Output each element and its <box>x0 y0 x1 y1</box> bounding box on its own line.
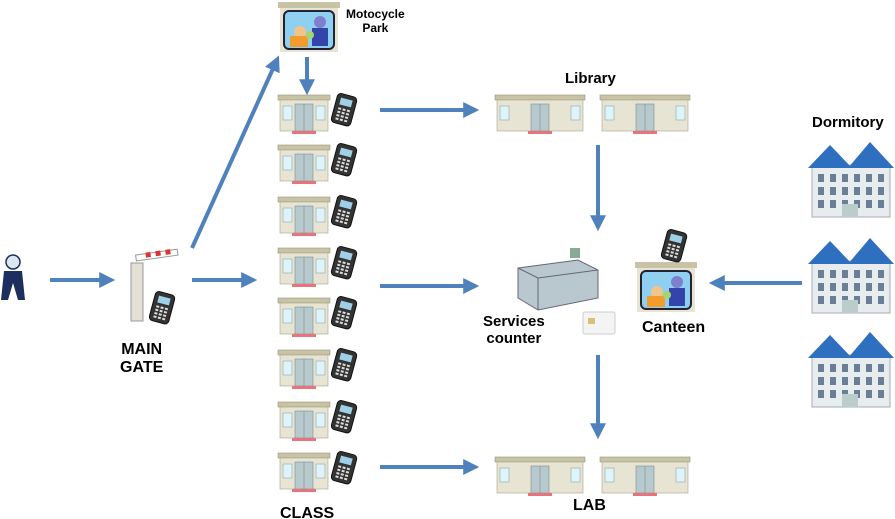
building-icon <box>277 452 331 492</box>
building-icon <box>494 94 586 134</box>
canteen-icon <box>635 262 697 312</box>
library-label: Library <box>565 70 616 87</box>
class-label: CLASS <box>280 505 335 519</box>
card-terminal-icon <box>330 451 358 485</box>
flow-arrow <box>190 55 280 249</box>
building-icon <box>277 401 331 441</box>
canteen-label: Canteen <box>642 319 706 336</box>
dormitory-icon <box>808 332 894 408</box>
card-terminal-icon <box>330 400 358 434</box>
card-terminal-icon <box>660 229 688 263</box>
building-icon <box>277 94 331 134</box>
dormitory-label: Dormitory <box>812 114 884 131</box>
card-terminal-icon <box>330 246 358 280</box>
card-terminal-icon <box>330 195 358 229</box>
gate-barrier-icon <box>130 248 179 322</box>
card-terminal-icon <box>330 93 358 127</box>
card-terminal-icon <box>330 296 358 330</box>
card-terminal-icon <box>148 291 176 325</box>
lab-label: LAB <box>573 497 606 514</box>
service-counter-icon <box>517 248 599 311</box>
dormitory-icon <box>808 142 894 218</box>
building-icon <box>277 247 331 287</box>
building-icon <box>277 144 331 184</box>
dormitory-icon <box>808 238 894 314</box>
building-icon <box>599 94 691 134</box>
building-icon <box>494 456 586 496</box>
building-icon <box>599 456 691 496</box>
smart-card-icon <box>582 311 616 335</box>
building-icon <box>277 196 331 236</box>
building-icon <box>277 349 331 389</box>
card-terminal-icon <box>330 143 358 177</box>
motorcycle-park-icon <box>278 2 340 52</box>
building-icon <box>277 297 331 337</box>
card-terminal-icon <box>330 348 358 382</box>
person-icon <box>1 254 25 300</box>
